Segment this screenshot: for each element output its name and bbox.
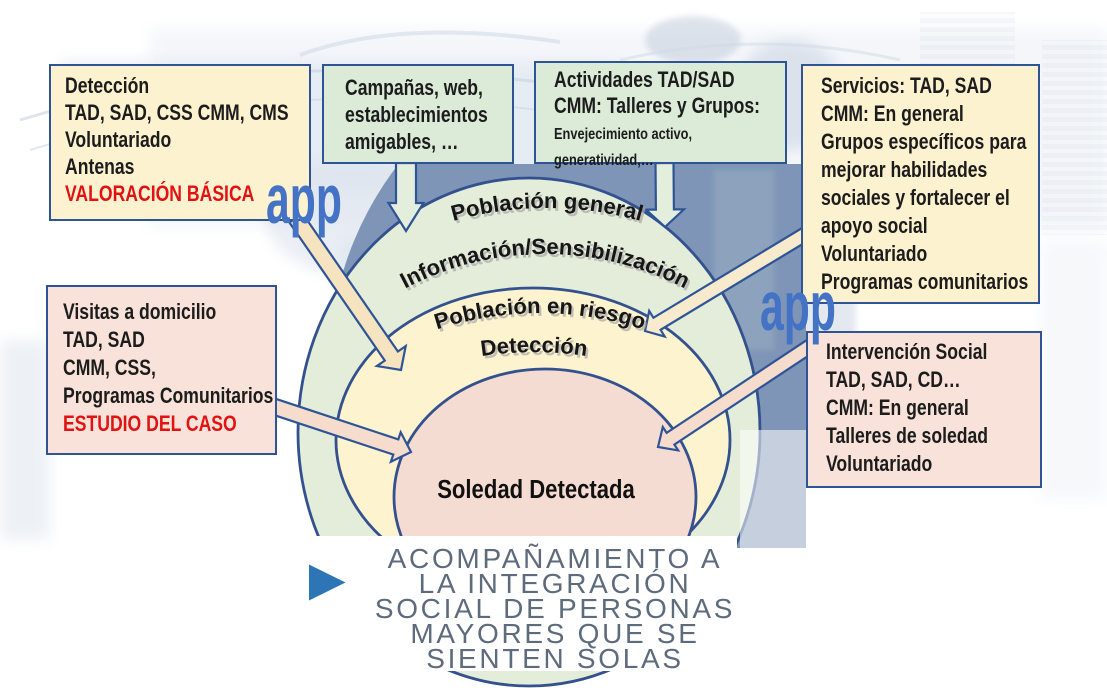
svg-text:Detección: Detección (481, 335, 591, 364)
svg-text:Soledad Detectada: Soledad Detectada (437, 475, 635, 504)
svg-text:Detección: Detección (479, 332, 589, 361)
